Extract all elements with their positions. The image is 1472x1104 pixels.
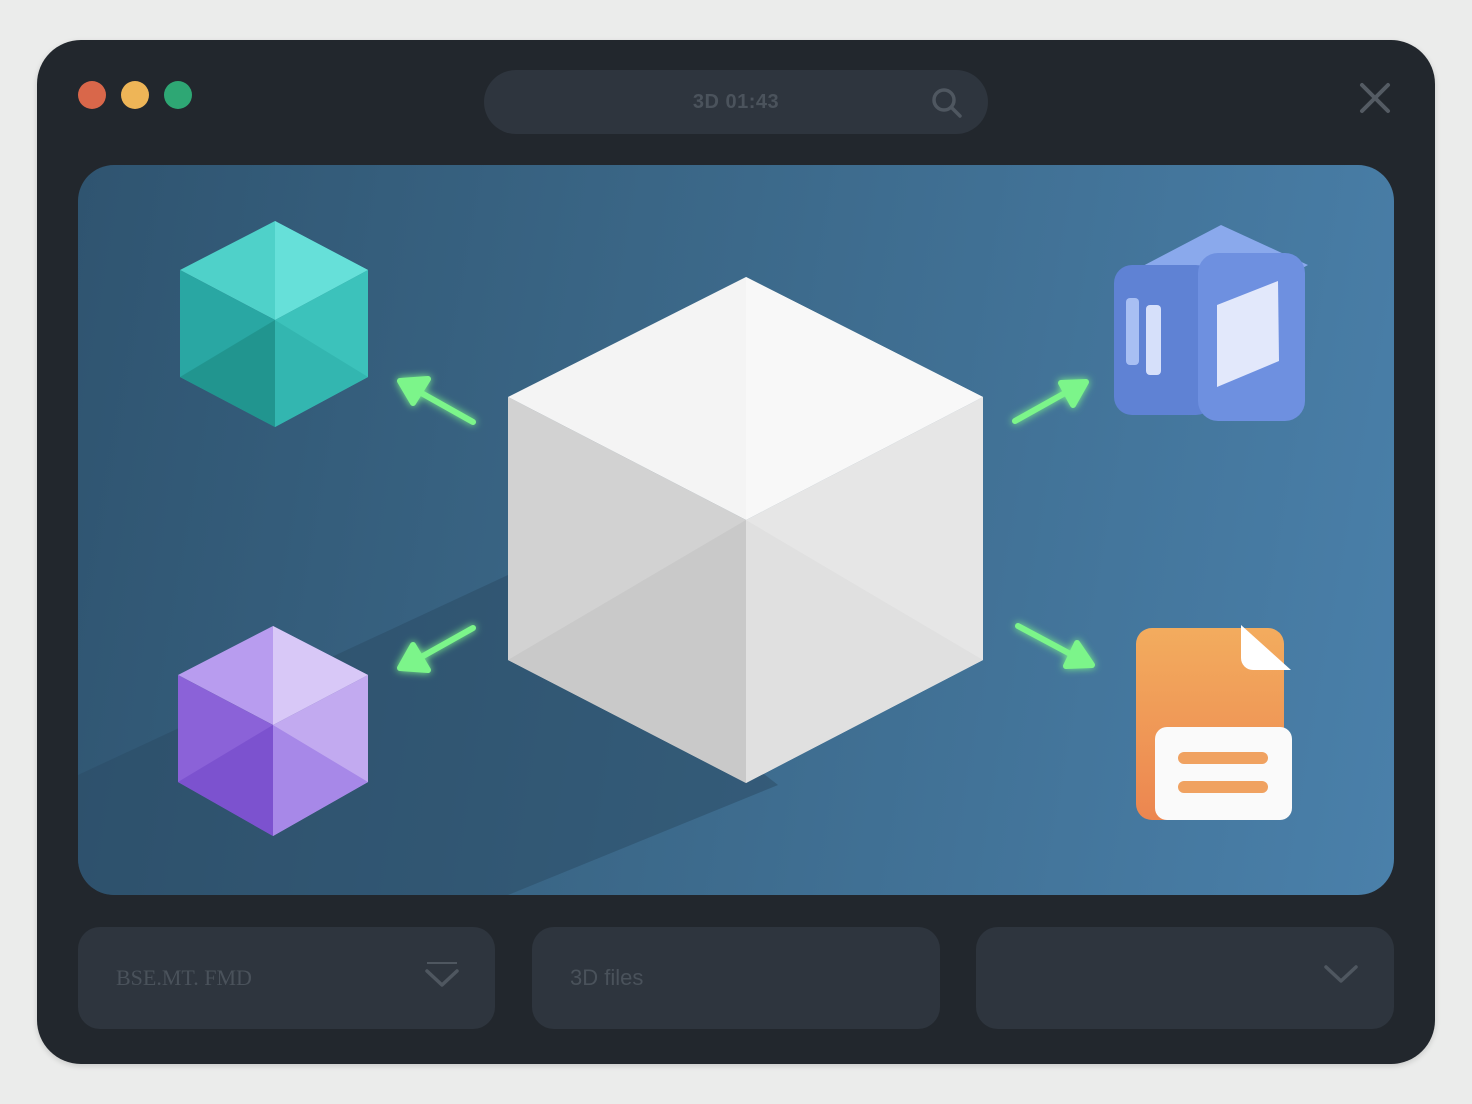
arrow-icons [397, 376, 1095, 673]
file-type-field[interactable]: 3D files [532, 927, 940, 1029]
file-type-label: 3D files [570, 965, 644, 990]
bottom-toolbar: BSE.MT. FMD 3D files [78, 927, 1404, 1029]
chevron-down-icon [425, 962, 459, 987]
dropdown-base-format[interactable]: BSE.MT. FMD [78, 927, 495, 1029]
close-window-dot[interactable] [78, 81, 106, 109]
close-icon[interactable] [1357, 80, 1393, 116]
search-text: 3D 01:43 [692, 90, 780, 113]
dropdown-label: BSE.MT. FMD [116, 965, 252, 990]
minimize-window-dot[interactable] [121, 81, 149, 109]
scene-illustration [78, 221, 1308, 895]
teal-cube-icon [180, 221, 368, 427]
purple-cube-icon [178, 626, 368, 836]
white-cube-icon [508, 277, 983, 783]
document-icon [1136, 625, 1292, 820]
search-bar[interactable]: 3D 01:43 [484, 70, 988, 134]
dropdown-options[interactable] [976, 927, 1394, 1029]
search-icon[interactable] [930, 86, 964, 120]
preview-canvas [78, 165, 1394, 895]
app-window: 3D 01:43 [37, 40, 1435, 1064]
traffic-lights [78, 81, 192, 109]
blue-box-icon [1114, 225, 1308, 421]
chevron-down-icon [1324, 965, 1358, 983]
maximize-window-dot[interactable] [164, 81, 192, 109]
